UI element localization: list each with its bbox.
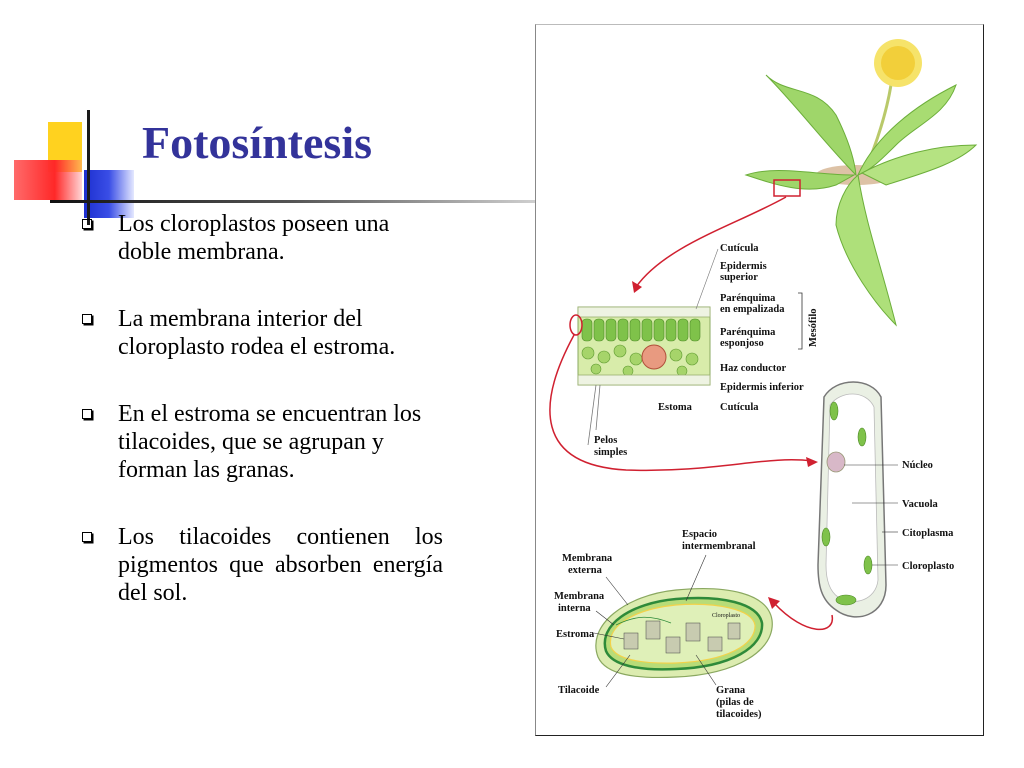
cell-chloroplasts: [821, 401, 873, 606]
plant-cell: [817, 381, 887, 618]
label-parenquima-esponjoso-2: esponjoso: [720, 338, 764, 349]
label-simples: simples: [594, 447, 627, 458]
label-cloroplasto-small: Cloroplasto: [712, 613, 740, 619]
decor-vertical-line: [87, 110, 90, 225]
leaf-labels: Cutícula Epidermis superior Parénquima e…: [594, 243, 819, 458]
label-mesofilo: Mesófilo: [808, 309, 819, 348]
bullet-square-icon: [82, 219, 92, 229]
vascular-bundle: [641, 344, 667, 370]
label-intermembranal: intermembranal: [682, 541, 756, 552]
arrow-head-icon: [632, 281, 642, 293]
label-grana: Grana: [716, 685, 746, 696]
title-underline: [50, 200, 535, 203]
bullet-text: Los cloroplastos poseen una doble membra…: [118, 211, 390, 265]
label-membrana-interna: Membrana: [554, 591, 605, 602]
label-tilacoides: tilacoides): [716, 709, 762, 720]
label-epidermis-inferior: Epidermis inferior: [720, 382, 804, 393]
label-nucleo: Núcleo: [902, 460, 933, 471]
grana-stacks: [623, 620, 741, 654]
plant-illustration: [744, 39, 978, 327]
label-epidermis-superior: Epidermis: [720, 261, 767, 272]
label-haz-conductor: Haz conductor: [720, 363, 787, 374]
label-estoma: Estoma: [658, 402, 693, 413]
bullet-text: Los tilacoides contienen los pigmentos q…: [118, 524, 443, 606]
bullet-text: En el estroma se encuentran los tilacoid…: [118, 401, 422, 483]
cell-labels: Núcleo Vacuola Citoplasma Cloroplasto: [844, 460, 954, 572]
figure-svg: Cutícula Epidermis superior Parénquima e…: [549, 39, 978, 720]
label-interna: interna: [558, 603, 591, 614]
label-epidermis-superior-2: superior: [720, 272, 758, 283]
leaf-cross-section: [569, 306, 711, 446]
label-citoplasma: Citoplasma: [902, 528, 954, 539]
label-parenquima-esponjoso: Parénquima: [720, 327, 776, 338]
bullet-item: Los cloroplastos poseen una doble membra…: [78, 210, 443, 266]
label-parenquima-empalizada-2: en empalizada: [720, 304, 785, 315]
label-pelos: Pelos: [594, 435, 617, 446]
label-pilas-de: (pilas de: [716, 697, 754, 708]
label-cuticula-bottom: Cutícula: [720, 402, 759, 413]
label-parenquima-empalizada: Parénquima: [720, 293, 776, 304]
label-cloroplasto: Cloroplasto: [902, 561, 954, 572]
bullet-square-icon: [82, 409, 92, 419]
label-cuticula-top: Cutícula: [720, 243, 759, 254]
leaf-highlight-box: [773, 179, 801, 197]
bullet-item: Los tilacoides contienen los pigmentos q…: [78, 523, 443, 607]
label-estroma: Estroma: [556, 629, 595, 640]
nucleus: [826, 451, 846, 473]
label-espacio: Espacio: [682, 529, 717, 540]
chloroplast-labels: Espacio intermembranal Membrana externa …: [554, 529, 762, 720]
bullet-item: En el estroma se encuentran los tilacoid…: [78, 400, 443, 484]
bullet-item: La membrana interior del cloroplasto rod…: [78, 305, 443, 361]
bullet-square-icon: [82, 314, 92, 324]
label-vacuola: Vacuola: [902, 499, 939, 510]
dandelion-flower-icon: [874, 39, 922, 87]
arrow-head-icon: [768, 597, 780, 609]
arrow-head-icon: [806, 457, 818, 467]
label-tilacoide: Tilacoide: [558, 685, 600, 696]
bullet-text: La membrana interior del cloroplasto rod…: [118, 306, 396, 360]
decor-red-square: [14, 160, 82, 200]
plant-cell-figure: Cutícula Epidermis superior Parénquima e…: [535, 24, 984, 736]
decor-blue-square: [84, 170, 134, 218]
label-externa: externa: [568, 565, 603, 576]
label-membrana-externa: Membrana: [562, 553, 613, 564]
chloroplast-detail: [595, 587, 773, 679]
slide-title: Fotosíntesis: [142, 117, 372, 168]
bullet-square-icon: [82, 532, 92, 542]
bullet-list: Los cloroplastos poseen una doble membra…: [78, 210, 443, 646]
